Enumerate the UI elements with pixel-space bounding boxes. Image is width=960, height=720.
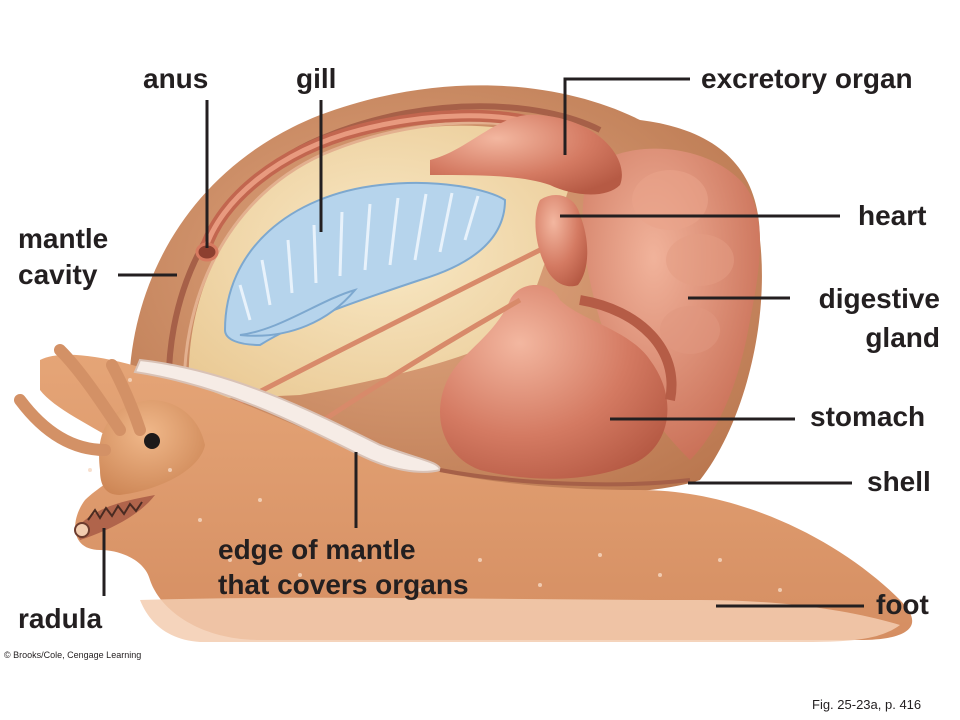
label-gill: gill — [296, 63, 337, 94]
label-anus: anus — [143, 63, 209, 94]
label-mantle-cavity-line2: cavity — [18, 259, 98, 290]
label-digestive-gland-line2: gland — [865, 322, 940, 353]
heart-shape — [535, 195, 588, 287]
label-stomach: stomach — [810, 401, 926, 432]
gill-filaments — [238, 192, 480, 321]
label-digestive-gland-line1: digestive — [818, 283, 940, 314]
leader-excretory — [563, 77, 690, 155]
tentacle-upper — [54, 344, 126, 436]
mantle-edge-band — [133, 358, 442, 473]
mouth — [75, 495, 155, 540]
gill-tip — [239, 288, 358, 337]
figure-reference: Fig. 25-23a, p. 416 — [812, 697, 922, 712]
label-edge-of-mantle-line1: edge of mantle — [218, 534, 416, 565]
stomach-shape — [440, 285, 668, 479]
foot-sole — [140, 597, 900, 642]
shell-body-line — [439, 468, 691, 487]
excretory-organ-shape — [430, 114, 622, 195]
eye — [144, 433, 160, 449]
label-heart: heart — [858, 200, 927, 231]
digestive-gland-shape — [582, 148, 760, 461]
label-mantle-cavity-line1: mantle — [18, 223, 109, 254]
radula-tip — [74, 522, 90, 538]
label-shell: shell — [867, 466, 931, 497]
label-radula: radula — [18, 603, 103, 634]
leader-lines — [102, 77, 864, 608]
radula-shape — [87, 501, 143, 521]
copyright-notice: © Brooks/Cole, Cengage Learning — [4, 650, 142, 660]
body-speckles — [88, 378, 782, 592]
gland-lobe — [632, 170, 708, 230]
gland-lobe — [666, 234, 734, 286]
stomach-duct — [579, 295, 677, 401]
label-edge-of-mantle-line2: that covers organs — [218, 569, 469, 600]
tentacle-middle — [106, 359, 146, 436]
label-foot: foot — [876, 589, 929, 620]
foot-shape — [40, 354, 913, 640]
gland-lobe — [660, 306, 720, 354]
tentacle-lower — [14, 394, 111, 456]
intestine-tube-highlight — [202, 113, 541, 251]
label-excretory-organ: excretory organ — [701, 63, 913, 94]
